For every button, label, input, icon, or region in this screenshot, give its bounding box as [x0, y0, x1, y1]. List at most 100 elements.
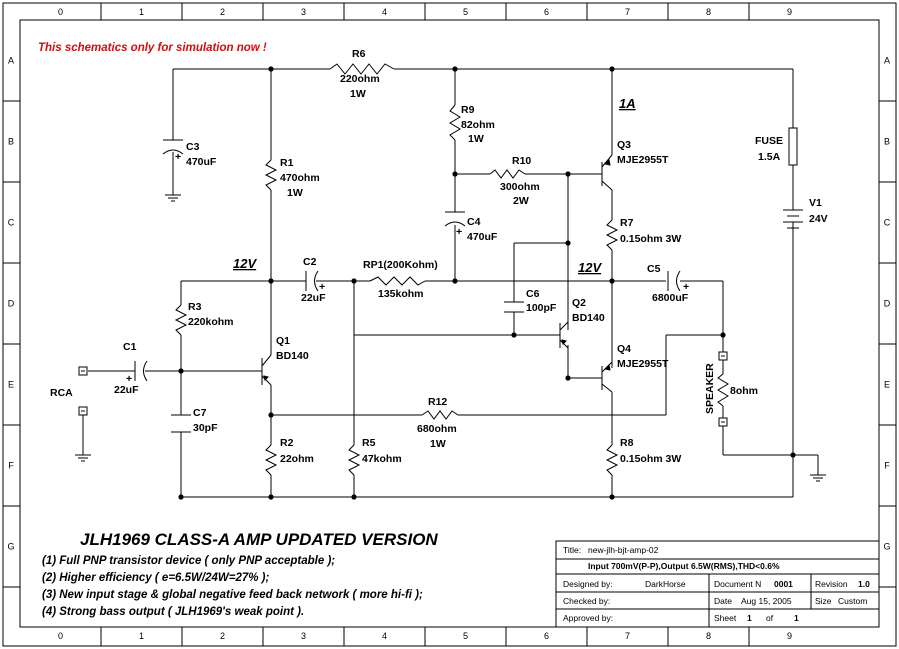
r7-value: 0.15ohm 3W	[620, 233, 681, 245]
tb-approved-label: Approved by:	[563, 613, 613, 623]
potentiometer-rp1[interactable]	[369, 276, 426, 286]
resistor-r12[interactable]	[421, 410, 459, 420]
rca-label: RCA	[50, 387, 73, 399]
junction-dot	[790, 452, 796, 458]
column-number: 3	[301, 7, 306, 17]
r12-power: 1W	[430, 438, 446, 450]
transistor-q2[interactable]	[559, 321, 569, 349]
current-annotation: 1A	[619, 96, 636, 111]
capacitor-c5[interactable]	[667, 270, 681, 292]
r1-value: 470ohm	[280, 172, 320, 184]
capacitor-c1[interactable]	[134, 360, 148, 382]
junction-dot	[268, 412, 274, 418]
column-number: 0	[58, 7, 63, 17]
c4-value: 470uF	[467, 231, 498, 243]
tb-doc-label: Document N	[714, 579, 761, 589]
transistor-q4[interactable]	[601, 361, 613, 393]
row-letter: D	[884, 299, 891, 309]
resistor-r5[interactable]	[347, 444, 361, 476]
row-letter: B	[884, 137, 890, 147]
description-block: JLH1969 CLASS-A AMP UPDATED VERSION (1) …	[42, 530, 438, 618]
r12-ref: R12	[428, 396, 447, 408]
resistor-r6[interactable]	[329, 63, 395, 75]
r5-ref: R5	[362, 437, 376, 449]
column-number: 4	[382, 631, 387, 641]
c1-value: 22uF	[114, 384, 139, 396]
junction-dot	[351, 494, 357, 500]
column-number: 3	[301, 631, 306, 641]
resistor-r8[interactable]	[605, 444, 619, 476]
row-letter: E	[8, 380, 14, 390]
capacitor-c6[interactable]	[504, 301, 524, 313]
description-line-2: (2) Higher efficiency ( e=6.5W/24W=27% )…	[42, 572, 269, 584]
junction-dot	[609, 494, 615, 500]
ground-symbol-rca	[75, 454, 91, 462]
capacitor-c2[interactable]	[305, 270, 319, 292]
rp1-value: 135kohm	[378, 288, 424, 300]
r6-ref: R6	[352, 48, 366, 60]
r6-value: 220ohm	[340, 73, 380, 85]
resistor-r1[interactable]	[264, 159, 278, 191]
junction-dot	[351, 278, 357, 284]
junction-dot	[178, 368, 184, 374]
transistor-q3[interactable]	[601, 154, 613, 191]
wires	[82, 68, 819, 498]
column-number: 1	[139, 631, 144, 641]
resistor-r2[interactable]	[264, 444, 278, 476]
junction-dot	[268, 66, 274, 72]
capacitor-c3[interactable]	[162, 139, 184, 155]
tb-subtitle: Input 700mV(P-P),Output 6.5W(RMS),THD<0.…	[588, 561, 780, 571]
junction-dot	[452, 66, 458, 72]
column-number: 9	[787, 7, 792, 17]
rca-connector[interactable]	[78, 366, 88, 416]
capacitor-c7[interactable]	[171, 414, 191, 433]
r9-value: 82ohm	[461, 119, 495, 131]
row-letter: C	[8, 218, 15, 228]
voltage-12v-right: 12V	[578, 260, 602, 275]
tb-of: 1	[794, 613, 799, 623]
row-letter: A	[884, 56, 890, 66]
transistor-q1[interactable]	[261, 354, 272, 386]
tb-rev: 1.0	[858, 579, 870, 589]
c6-ref: C6	[526, 288, 540, 300]
junction-dot	[452, 171, 458, 177]
description-heading: JLH1969 CLASS-A AMP UPDATED VERSION	[80, 530, 438, 549]
c4-plus: +	[456, 226, 462, 238]
row-letter: F	[8, 461, 14, 471]
rp1-ref: RP1(200Kohm)	[363, 259, 438, 271]
fuse-value: 1.5A	[758, 151, 781, 163]
resistor-r9[interactable]	[449, 104, 461, 141]
r5-value: 47kohm	[362, 453, 402, 465]
resistor-r7[interactable]	[605, 219, 619, 251]
fuse-f1[interactable]	[788, 127, 798, 166]
c3-value: 470uF	[186, 156, 217, 168]
c6-value: 100pF	[526, 302, 557, 314]
simulation-note: This schematics only for simulation now …	[38, 42, 267, 54]
c4-ref: C4	[467, 216, 481, 228]
capacitor-c4[interactable]	[444, 211, 466, 227]
resistor-r3[interactable]	[174, 304, 188, 336]
junction-dot	[565, 171, 571, 177]
ground-symbol-main	[810, 474, 826, 482]
r2-ref: R2	[280, 437, 294, 449]
r8-ref: R8	[620, 437, 634, 449]
resistor-r10[interactable]	[489, 169, 526, 179]
component-labels: R6 220ohm 1W R9 82ohm 1W R1 470ohm 1W R1…	[50, 48, 828, 465]
c5-plus: +	[683, 281, 689, 293]
row-letter: G	[7, 542, 14, 552]
q4-part: MJE2955T	[617, 358, 669, 370]
junction-dot	[609, 278, 615, 284]
battery-v1[interactable]	[783, 209, 803, 230]
q4-ref: Q4	[617, 343, 631, 355]
title-block: Title: new-jlh-bjt-amp-02 Input 700mV(P-…	[555, 540, 880, 628]
tb-checked-label: Checked by:	[563, 596, 610, 606]
speaker-terminals[interactable]	[718, 351, 728, 427]
r12-value: 680ohm	[417, 423, 457, 435]
c7-ref: C7	[193, 407, 207, 419]
r2-value: 22ohm	[280, 453, 314, 465]
voltage-12v-left: 12V	[233, 256, 257, 271]
column-number: 7	[625, 631, 630, 641]
speaker-load[interactable]	[717, 373, 729, 407]
